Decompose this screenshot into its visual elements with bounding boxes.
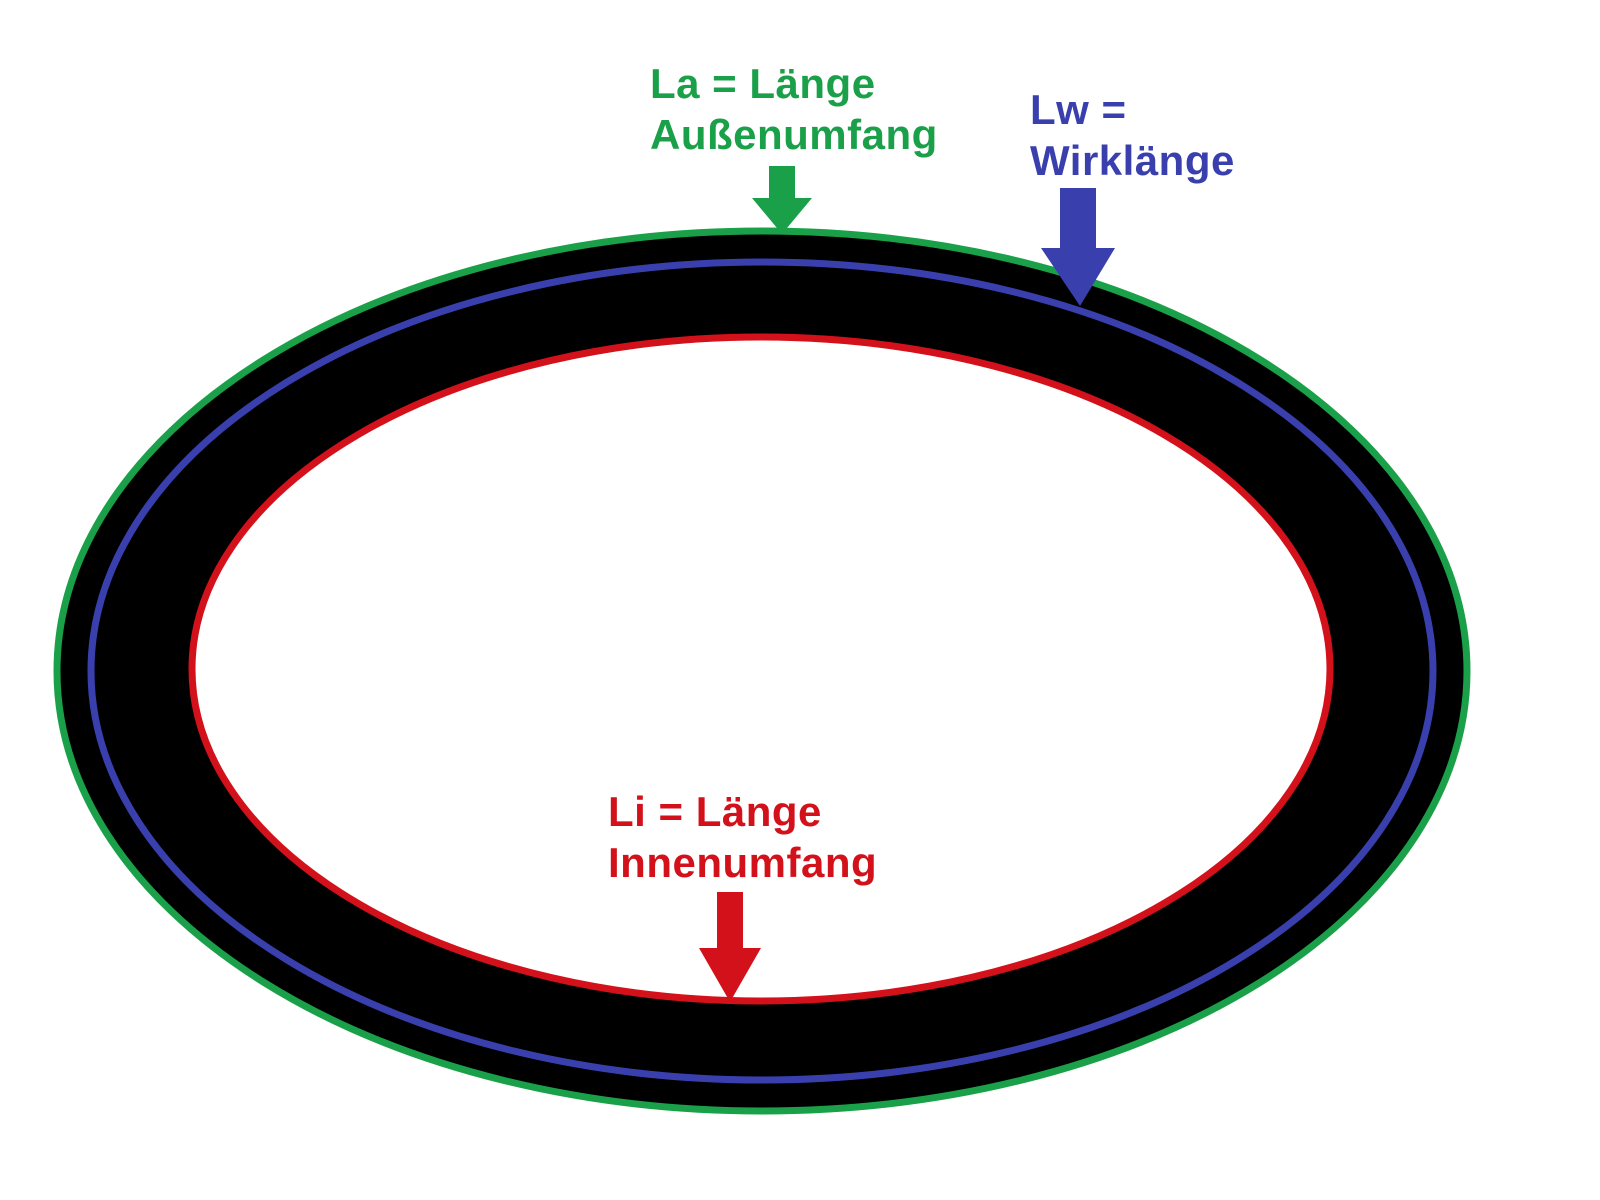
inner-circumference-label: Li = Länge Innenumfang xyxy=(608,786,877,888)
effective-length-label-line1: Lw = xyxy=(1030,86,1127,133)
outer-circumference-label-line1: La = Länge xyxy=(650,60,876,107)
outer-circumference-line xyxy=(53,227,1471,1115)
effective-length-label-line2: Wirklänge xyxy=(1030,137,1235,185)
outer-circumference-label-line2: Außenumfang xyxy=(650,111,938,159)
inner-circumference-line xyxy=(188,333,1334,1005)
belt-body-inner-hole xyxy=(195,340,1327,998)
inner-circumference-label-line1: Li = Länge xyxy=(608,788,822,835)
outer-label-arrow-icon xyxy=(752,166,812,234)
inner-label-arrow-icon xyxy=(699,892,761,1002)
effective-length-label: Lw = Wirklänge xyxy=(1030,84,1235,186)
effective-length-line xyxy=(87,258,1437,1084)
outer-circumference-label: La = Länge Außenumfang xyxy=(650,58,938,160)
inner-circumference-label-line2: Innenumfang xyxy=(608,839,878,887)
effective-label-arrow-icon xyxy=(1041,188,1115,306)
